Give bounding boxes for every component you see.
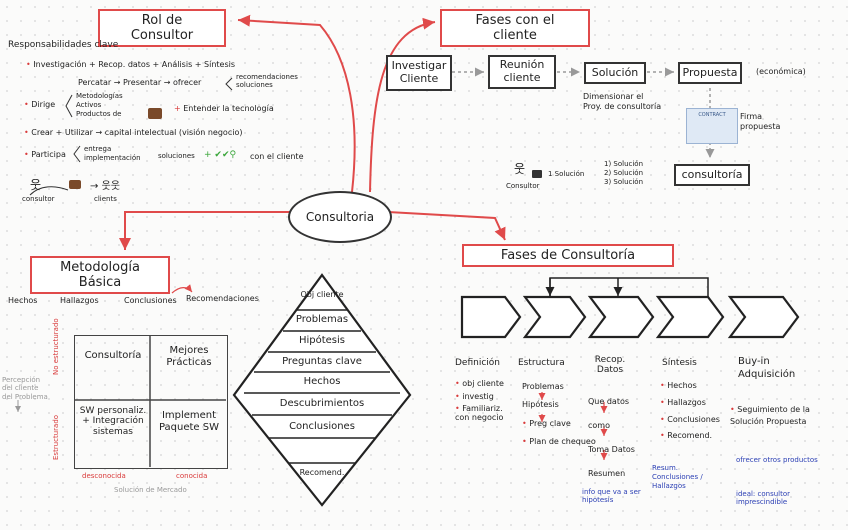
una-solucion: 1 Solución bbox=[548, 170, 584, 178]
dirige-items: Metodologías Activos Productos de bbox=[76, 92, 123, 118]
firma-propuesta: Firma propuesta bbox=[740, 112, 800, 131]
y-bottom-label: Estructurado bbox=[52, 415, 60, 460]
crear-utilizar: Crear + Utilizar → capital intelectual (… bbox=[24, 128, 242, 137]
x-left-label: desconocida bbox=[82, 472, 126, 480]
buyin-note-2: ideal: consultor imprescindible bbox=[736, 490, 836, 507]
buyin-title: Buy-in Adquisición bbox=[738, 356, 798, 381]
diamond-obj-cliente: Obj cliente bbox=[247, 290, 397, 299]
briefcase-small-icon bbox=[69, 180, 81, 189]
propuesta-box: Propuesta bbox=[678, 62, 742, 84]
diamond-hechos: Hechos bbox=[247, 376, 397, 387]
y-axis-label: Percepción del cliente del Problema bbox=[2, 376, 48, 401]
recop-title: Recop. Datos bbox=[590, 356, 630, 376]
responsabilidades-heading: Responsabilidades clave bbox=[8, 40, 118, 50]
clients-caption: clients bbox=[94, 195, 117, 203]
chain-conclusiones: Conclusiones bbox=[124, 296, 177, 305]
chain-hallazgos: Hallazgos bbox=[60, 296, 99, 305]
x-axis-label: Solución de Mercado bbox=[114, 486, 187, 494]
economica-label: (económica) bbox=[756, 67, 806, 76]
chain-hechos: Hechos bbox=[8, 296, 37, 305]
definicion-title: Definición bbox=[455, 358, 500, 368]
con-cliente-label: con el cliente bbox=[250, 152, 304, 161]
consultor-caption-2: Consultor bbox=[506, 182, 540, 190]
recop-items: Que datos como Toma Datos Resumen bbox=[588, 390, 635, 486]
buyin-note-1: ofrecer otros productos bbox=[736, 456, 836, 464]
estructura-items: Problemas Hipótesis Preg clave Plan de c… bbox=[522, 378, 596, 452]
solucion-box: Solución bbox=[584, 62, 646, 84]
consultor-person-icon: 웃 bbox=[30, 176, 41, 193]
briefcase-icon bbox=[148, 108, 162, 119]
y-top-label: No estructurado bbox=[52, 318, 60, 375]
diamond-preguntas: Preguntas clave bbox=[247, 356, 397, 367]
buyin-items: Seguimiento de la Solución Propuesta bbox=[730, 404, 830, 428]
consultor-icon: 웃 bbox=[514, 160, 525, 177]
handshake-icon: + ✔✔⚲ bbox=[204, 150, 236, 160]
dirige-label: Dirige bbox=[24, 100, 55, 109]
cell-sw-personaliz: SW personaliz. + Integración sistemas bbox=[78, 406, 148, 437]
participa-label: Participa bbox=[24, 150, 66, 159]
sintesis-items: Hechos Hallazgos Conclusiones Recomend. bbox=[660, 378, 720, 445]
consultoria-center-node: Consultoria bbox=[288, 191, 392, 243]
reunion-cliente-box: Reunión cliente bbox=[488, 55, 556, 89]
diamond-descubrimientos: Descubrimientos bbox=[247, 398, 397, 409]
cell-implement-paquete: Implement Paquete SW bbox=[156, 410, 222, 433]
rol-line-1: Investigación + Recop. datos + Análisis … bbox=[26, 60, 235, 69]
fases-consultoria-title: Fases de Consultoría bbox=[462, 244, 674, 267]
diamond-problemas: Problemas bbox=[247, 314, 397, 325]
recop-note: info que va a ser hipotesis bbox=[582, 488, 652, 505]
sintesis-note: Resum. Conclusiones / Hallazgos bbox=[652, 464, 722, 491]
contract-image: CONTRACT bbox=[686, 108, 738, 144]
soluciones-label: soluciones bbox=[158, 152, 195, 160]
participa-items: entrega implementación bbox=[84, 145, 141, 163]
consultoria-box: consultoría bbox=[674, 164, 750, 186]
investigar-cliente-box: Investigar Cliente bbox=[386, 55, 452, 91]
estructura-title: Estructura bbox=[518, 358, 565, 368]
consultor-caption: consultor bbox=[22, 195, 55, 203]
soluciones-list: 1) Solución 2) Solución 3) Solución bbox=[604, 160, 643, 187]
dimensionar-text: Dimensionar el Proy. de consultoría bbox=[583, 92, 663, 111]
rol-line-1c: recomendaciones soluciones bbox=[236, 73, 316, 89]
rol-line-1b: Percatar → Presentar → ofrecer bbox=[78, 78, 201, 87]
x-right-label: conocida bbox=[176, 472, 207, 480]
cell-consultoria: Consultoría bbox=[80, 350, 146, 362]
sintesis-title: Síntesis bbox=[662, 358, 697, 368]
diamond-recomend: Recomend. bbox=[247, 468, 397, 477]
clients-icon: → 웃웃 bbox=[90, 177, 120, 192]
diamond-hipotesis: Hipótesis bbox=[247, 335, 397, 346]
cell-mejores-practicas: Mejores Prácticas bbox=[156, 345, 222, 368]
definicion-items: obj cliente investig Familiariz. con neg… bbox=[455, 378, 507, 423]
entender-tecnologia: + Entender la tecnología bbox=[174, 104, 274, 113]
diamond-conclusiones: Conclusiones bbox=[247, 421, 397, 432]
metodologia-title: Metodología Básica bbox=[30, 256, 170, 294]
fases-cliente-title: Fases con el cliente bbox=[440, 9, 590, 47]
briefcase-dark-icon bbox=[532, 170, 542, 178]
